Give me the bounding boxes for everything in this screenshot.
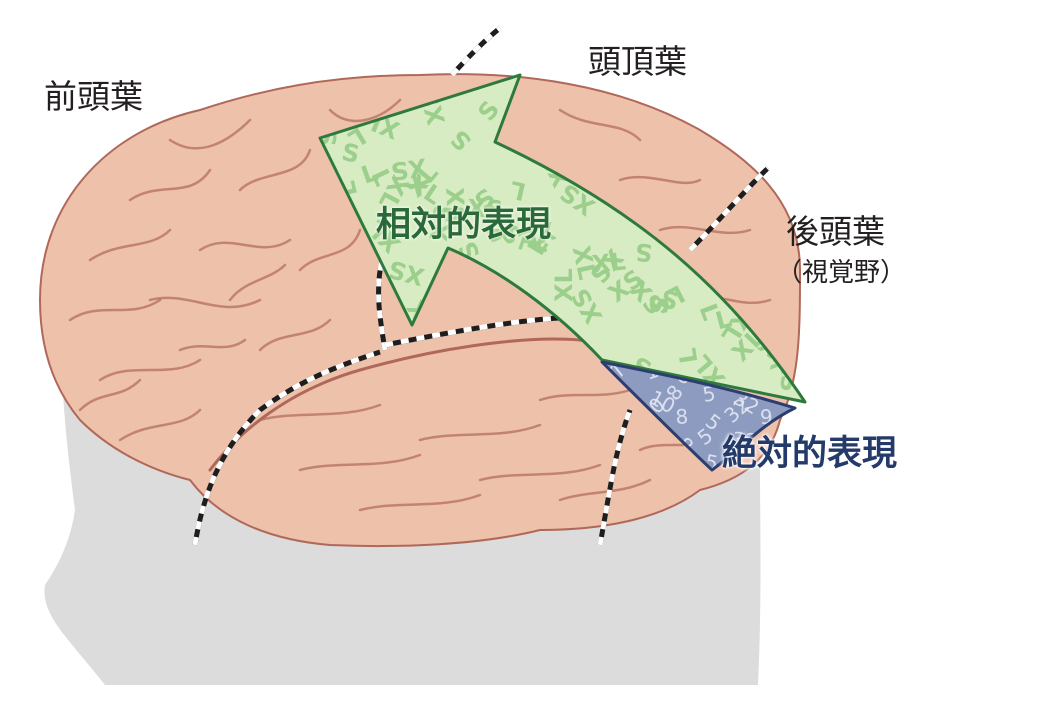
brain-sulcus: [618, 175, 702, 185]
lobe-boundary-dash: [376, 259, 388, 351]
brain-sulcus: [68, 298, 162, 322]
lobe-boundary-dash: [597, 409, 633, 546]
arrow-letter: XS: [425, 203, 458, 243]
brain-sulcus: [78, 378, 142, 412]
parietal-lobe-label: 頭頂葉: [588, 42, 687, 81]
visual-area-label: （視覚野）: [776, 258, 907, 288]
brain-sulcus: [88, 228, 172, 262]
brain-sulcus: [118, 408, 202, 442]
brain-sulcus: [558, 478, 652, 502]
brain-sulcus: [298, 453, 422, 472]
brain-sulcus: [228, 263, 287, 302]
relative-arrow-outline: [318, 73, 807, 404]
brain-sulcus: [168, 118, 252, 150]
brain-sulcus: [198, 238, 292, 252]
arrow-letter: XL: [550, 268, 578, 302]
arrow-letter: S: [634, 238, 653, 267]
lobe-boundaries: [192, 26, 770, 546]
brain-sulcus: [418, 423, 542, 442]
frontal-lobe-label: 前頭葉: [44, 77, 143, 116]
lobe-boundary-dash: [384, 315, 561, 348]
arrow-letter: S: [339, 138, 362, 169]
arrow-letter: XS: [440, 187, 470, 224]
brain-sulcus: [658, 225, 752, 235]
absolute-number: 5: [701, 381, 718, 407]
brain-sulcus: [178, 338, 247, 352]
brain-sulcus: [98, 358, 202, 382]
lobe-boundary-dash: [688, 166, 770, 252]
brain-sulcus: [478, 463, 602, 482]
arrow-letter: XL: [567, 243, 601, 282]
brain-sulcus: [238, 148, 312, 192]
brain-sulcus: [258, 318, 332, 352]
arrow-letter: L: [688, 53, 720, 79]
arrow-letter: XS: [389, 152, 429, 185]
arrow-letter: L: [673, 346, 703, 365]
brain-sulcus: [258, 403, 382, 422]
absolute-region-fill: [602, 362, 795, 470]
absolute-representation-label: 絶対的表現: [722, 434, 898, 474]
arrow-letter: S: [643, 295, 674, 317]
brain-sulcus: [328, 98, 402, 123]
occipital-lobe-label: 後頭葉: [786, 212, 885, 251]
arrow-letter: XS: [770, 83, 815, 128]
arrow-letter: XS: [731, 105, 774, 150]
absolute-number: 8: [675, 404, 689, 429]
arrow-letter: XS: [467, 194, 504, 224]
arrow-letter: L: [507, 175, 528, 206]
brain-sulcus: [358, 493, 482, 512]
brain-sulcus: [558, 108, 642, 142]
brain-sulcus: [148, 296, 262, 309]
lobe-boundary-dash: [450, 26, 502, 77]
brain-sulcus: [128, 168, 212, 202]
absolute-region-outline: [600, 360, 797, 472]
lobe-boundary-dash: [192, 349, 381, 546]
arrow-letter: XL: [757, 64, 795, 97]
arrow-letter: L: [713, 304, 735, 335]
arrow-letter: XS: [793, 93, 838, 138]
relative-representation-label: 相対的表現: [376, 205, 552, 245]
arrow-letter: XL: [591, 247, 628, 278]
curved-arrow-icon: [320, 75, 805, 402]
arrow-letter: XL: [389, 36, 425, 76]
arrow-letter: XL: [715, 88, 745, 124]
brain-sulcus: [298, 228, 362, 272]
brain-sulcus: [538, 388, 632, 402]
